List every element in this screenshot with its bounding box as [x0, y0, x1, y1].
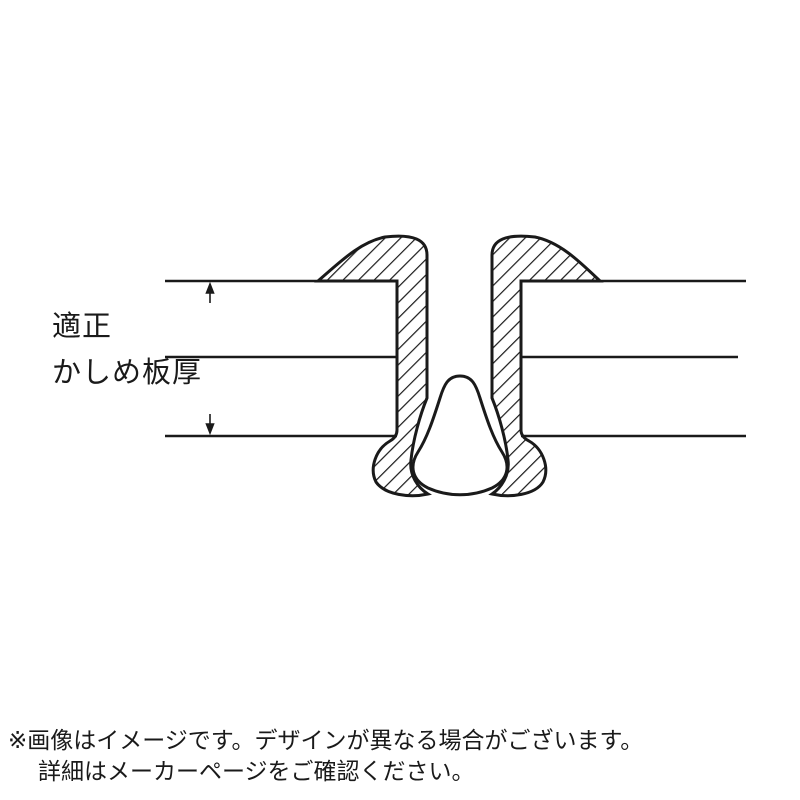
rivet-sleeve-right [488, 234, 604, 498]
arrow-up-icon [205, 281, 215, 303]
mandrel-head [411, 374, 509, 497]
crimp-thickness-label-line2: かしめ板厚 [52, 355, 203, 389]
arrow-down-icon [205, 414, 215, 436]
crimp-thickness-label-line1: 適正 [52, 309, 113, 343]
dimension-arrows [205, 281, 215, 436]
disclaimer-note-line2: 詳細はメーカーページをご確認ください。 [38, 759, 475, 785]
disclaimer-note-line1: ※画像はイメージです。デザインが異なる場合がございます。 [8, 728, 644, 754]
rivet-sleeve-left [313, 234, 432, 498]
